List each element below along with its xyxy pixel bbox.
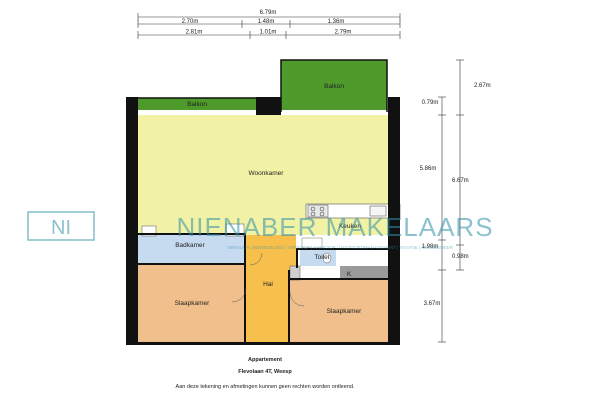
wall-right (388, 97, 400, 345)
wall-bottom (126, 342, 400, 345)
sink (369, 205, 387, 217)
wall-top-middle (256, 97, 281, 115)
bathroom-label: Badkamer (175, 242, 205, 249)
walls (126, 97, 400, 345)
bathroom (138, 235, 246, 265)
dim-label: 5.86m (420, 166, 437, 172)
dim-label: 3.67m (424, 301, 441, 307)
watermark-logo-box (27, 211, 95, 241)
caption-disclaimer: Aan deze tekening en afmetingen kunnen g… (176, 384, 355, 390)
dim-label: 1.36m (328, 19, 345, 25)
dim-total-label: 6.79m (260, 10, 277, 16)
kitchen-label: Keuken (339, 223, 361, 230)
bedroom-left-label: Slaapkamer (175, 300, 211, 307)
dim-label: 1.98m (422, 244, 439, 250)
dim-label: 1.48m (258, 19, 275, 25)
wall-left (126, 97, 138, 345)
balcony-outlines (138, 59, 388, 112)
kast-label: K (347, 271, 352, 278)
caption-address: Flevolaan 4T, Weesp (238, 369, 292, 375)
dim-label: 2.79m (335, 30, 352, 36)
watermark-brand: NIENABER MAKELAARS (176, 212, 493, 242)
caption-title: Appartement (248, 357, 282, 363)
toilet-label: Toilet (314, 254, 329, 261)
wall-bath-top (138, 233, 246, 235)
wall-hall-right (288, 270, 290, 343)
bedroom-right (290, 280, 400, 343)
kast (340, 266, 400, 280)
top-dimensions (137, 13, 401, 39)
washbasin (141, 225, 157, 237)
stove (307, 204, 329, 218)
wall-toilet-top (296, 248, 400, 250)
dim-label: 2.70m (182, 19, 199, 25)
living-room-label: Woonkamer (249, 170, 285, 177)
balcony-left-label: Balkon (187, 101, 207, 108)
dim-label: 2.81m (186, 30, 203, 36)
hall-label: Hal (263, 281, 273, 288)
toilet-bowl (322, 252, 332, 264)
wall-bath-bottom (138, 263, 246, 265)
door-swing (249, 252, 263, 266)
meter-cupboard (289, 265, 301, 281)
dim-label: 0.98m (452, 254, 469, 260)
dim-label: 1.01m (260, 30, 277, 36)
dim-label: 0.79m (422, 100, 439, 106)
balcony-right-label: Balkon (324, 83, 344, 90)
balcony-right (281, 60, 387, 110)
hall (246, 235, 296, 343)
balcony-left (138, 98, 256, 110)
door-swing (289, 291, 305, 307)
bedroom-left (138, 265, 246, 343)
wall-hall-left (244, 235, 246, 343)
wall-toilet-left (296, 248, 298, 268)
dim-label: 2.67m (474, 83, 491, 89)
right-dimensions (438, 59, 464, 343)
door-swings (231, 252, 305, 307)
watermark-tagline: VERHUUR | BEMIDDELING | VERKOOP | AANKOO… (227, 245, 453, 250)
watermark: NI NIENABER MAKELAARS VERHUUR | BEMIDDEL… (27, 211, 493, 250)
bedroom-right-label: Slaapkamer (327, 308, 363, 315)
watermark-logo-letters: NI (51, 217, 71, 239)
dim-label: 6.67m (452, 178, 469, 184)
wall-bedroom-top (290, 278, 400, 280)
kitchen-counter (305, 203, 401, 219)
door-swing (231, 287, 247, 303)
